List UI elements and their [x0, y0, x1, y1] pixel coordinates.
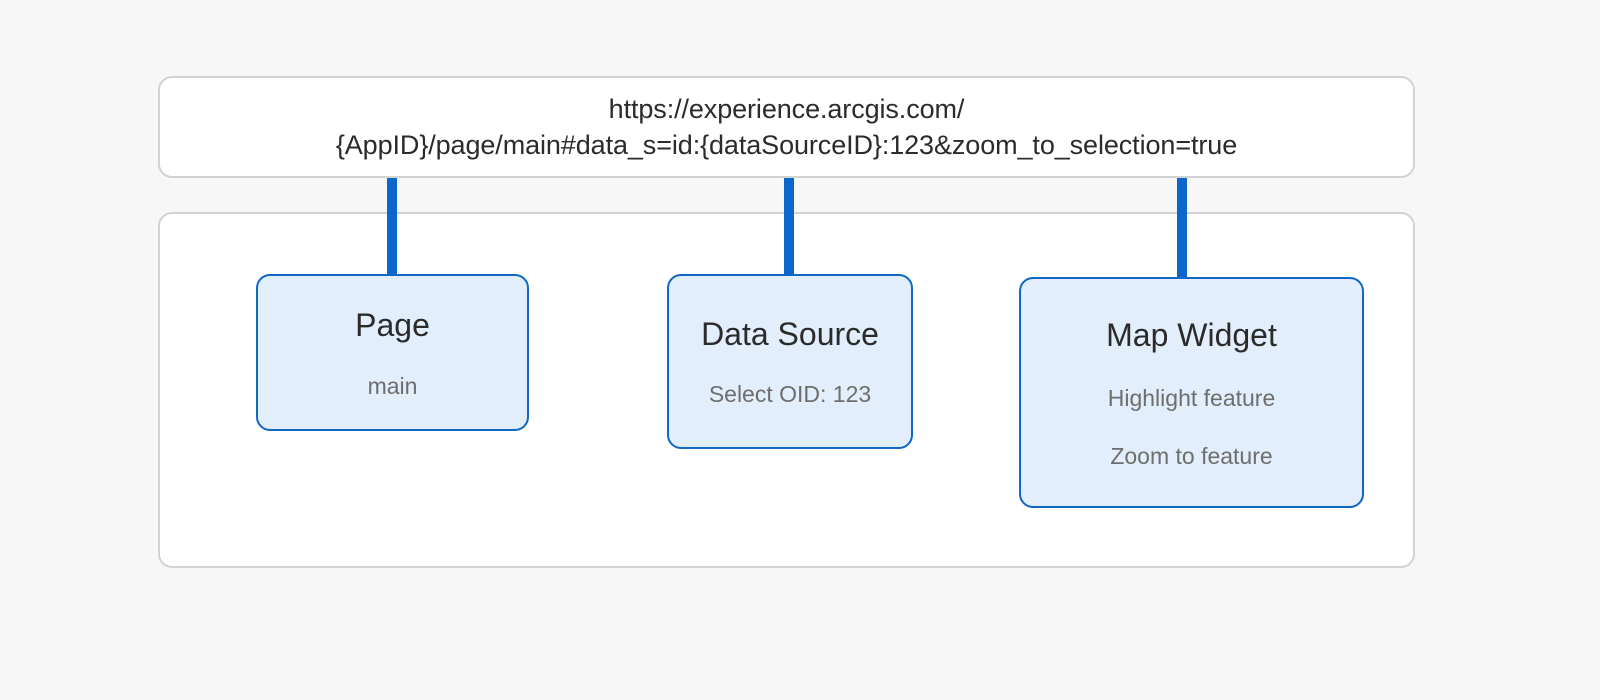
connector-url-to-data-source: [784, 168, 794, 278]
node-map-widget-title: Map Widget: [1106, 316, 1277, 353]
node-page-title: Page: [355, 306, 430, 343]
url-panel: https://experience.arcgis.com/ {AppID}/p…: [158, 76, 1415, 178]
node-data-source-title: Data Source: [701, 316, 879, 352]
connector-url-to-page: [387, 168, 397, 278]
node-map-widget[interactable]: Map Widget Highlight feature Zoom to fea…: [1019, 277, 1364, 508]
url-line-2: {AppID}/page/main#data_s=id:{dataSourceI…: [335, 130, 1238, 160]
node-data-source-detail-1: Select OID: 123: [708, 381, 872, 407]
node-map-widget-detail-1: Highlight feature: [1107, 384, 1276, 411]
connector-url-to-map-widget: [1177, 168, 1187, 278]
node-page[interactable]: Page main: [256, 274, 529, 431]
url-line-1: https://experience.arcgis.com/: [608, 94, 965, 124]
node-map-widget-detail-2: Zoom to feature: [1110, 442, 1273, 469]
node-page-detail-1: main: [367, 372, 418, 399]
node-data-source[interactable]: Data Source Select OID: 123: [667, 274, 913, 449]
